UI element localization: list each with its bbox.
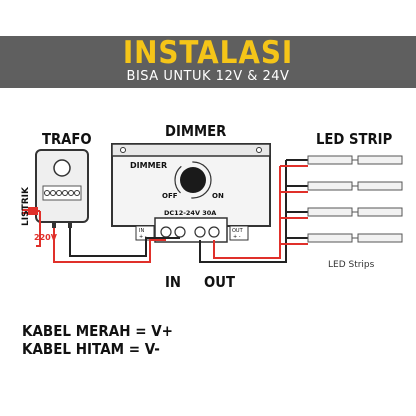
legend-black-wire: KABEL HITAM = V- [22,340,160,358]
out-label: OUT [204,273,235,291]
led-strips-caption: LED Strips [328,260,375,270]
dimmer-in-sign-text: + - [139,234,147,240]
led-strip [307,155,403,165]
voltage-label: 220V [34,233,58,242]
dimmer-rating-text: DC12-24V 30A [164,209,216,217]
page-subtitle: BISA UNTUK 12V & 24V [126,69,290,84]
legend-red-wire: KABEL MERAH = V+ [22,322,174,340]
led-strip [307,181,403,191]
led-strip-label: LED STRIP [316,130,393,148]
dimmer-out-terminal-text: OUT [232,228,244,234]
listrik-label: LISTRIK [21,186,31,226]
trafo-unit [35,149,89,228]
dimmer-off-text: OFF [162,192,178,200]
led-strips [307,155,403,243]
led-strip [307,233,403,243]
dimmer-out-sign-text: + - [233,234,241,240]
led-strip [307,207,403,217]
dimmer-in-terminal-text: IN [139,228,144,234]
dimmer-unit [111,143,271,243]
page-title: INSTALASI [122,35,294,71]
dimmer-label: DIMMER [165,122,227,140]
in-label: IN [165,273,181,291]
trafo-label: TRAFO [42,130,92,148]
title-banner [0,36,416,88]
wires-input [36,211,180,263]
wires-output [199,159,308,263]
dimmer-brand-text: DIMMER [130,161,167,170]
dimmer-on-text: ON [212,192,224,200]
